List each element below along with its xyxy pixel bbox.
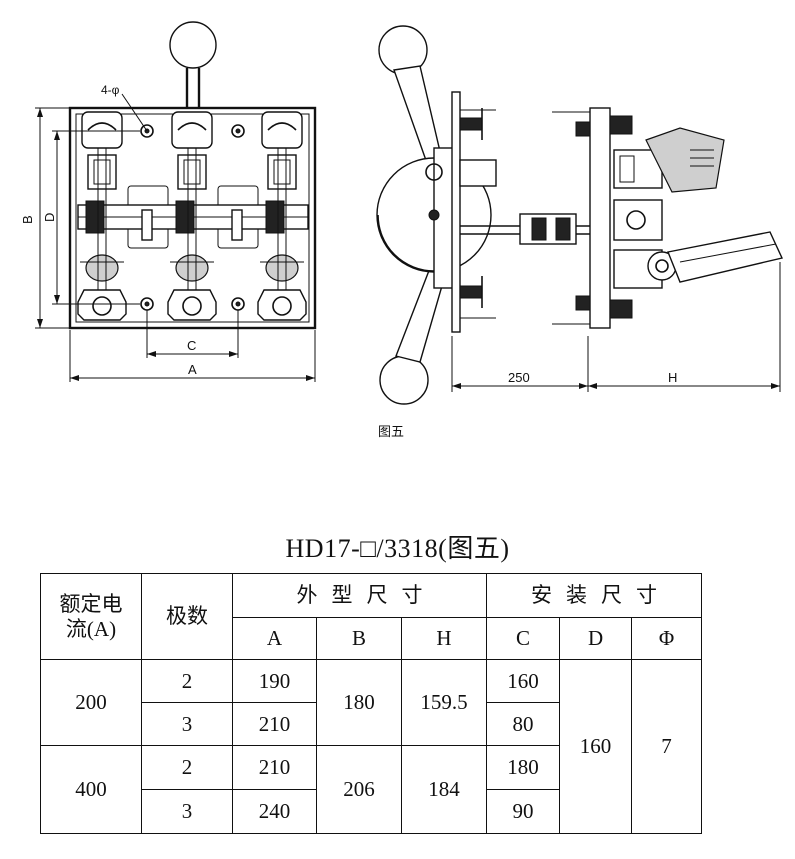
technical-drawing: 4-φ B D C A: [20, 21, 783, 439]
header-c: C: [486, 617, 561, 660]
side-view: 250 H 图五: [376, 25, 783, 439]
dim-b-label: B: [20, 215, 35, 224]
handle-knob: [169, 21, 217, 69]
cell-poles: 3: [141, 702, 233, 746]
cell-c: 180: [486, 745, 561, 790]
base-plate: [68, 106, 317, 330]
cell-b: 180: [316, 659, 402, 746]
dim-c-label: C: [187, 338, 196, 353]
cell-b: 206: [316, 745, 402, 834]
dim-a-label: A: [188, 362, 197, 377]
front-view: 4-φ B D C A: [20, 21, 317, 382]
hole-label: 4-φ: [101, 83, 120, 97]
cell-d: 160: [559, 659, 633, 834]
header-phi: Φ: [631, 617, 703, 660]
spec-table: 额定电 流(A) 极数 外型尺寸 安装尺寸 A B H C D Φ 200 2 …: [40, 573, 703, 834]
header-poles: 极数: [141, 573, 233, 660]
cell-a: 190: [232, 659, 317, 703]
header-row-2: A B H C D Φ: [41, 617, 703, 660]
cell-poles: 2: [141, 745, 233, 790]
header-rated-current-line2: 流(A): [65, 616, 117, 641]
cell-c: 90: [486, 789, 561, 834]
cell-h: 184: [400, 745, 488, 834]
header-rated-current: 额定电 流(A): [40, 573, 142, 660]
table-row: 200 2 190 180 159.5 160 160 7: [40, 659, 703, 834]
cell-current: 400: [40, 745, 142, 834]
header-outline-dims: 外型尺寸: [231, 573, 488, 618]
header-mount-dims: 安装尺寸: [486, 573, 703, 618]
cell-poles: 3: [141, 789, 233, 834]
table-row: 400 2 210 206 184 180: [40, 745, 702, 834]
header-b: B: [316, 617, 402, 660]
table-row: 3 240 90: [41, 789, 702, 834]
table-title: HD17-□/3318(图五): [285, 534, 510, 563]
cell-poles: 2: [141, 659, 233, 703]
header-a: A: [232, 617, 317, 660]
cell-a: 210: [232, 745, 317, 790]
header-rated-current-line1: 额定电: [59, 592, 123, 617]
header-h: H: [400, 617, 488, 660]
side-handle-knob-bottom: [379, 355, 429, 405]
figure-caption: 图五: [378, 424, 404, 439]
cell-c: 80: [486, 702, 561, 746]
cell-a: 210: [232, 702, 317, 746]
dim-250-label: 250: [508, 370, 530, 385]
cell-current: 200: [40, 659, 142, 746]
cell-c: 160: [486, 659, 561, 703]
cell-h: 159.5: [400, 659, 488, 746]
table-row: 3 210 80: [41, 702, 702, 746]
cell-phi: 7: [631, 659, 703, 834]
header-row-1: 额定电 流(A) 极数 外型尺寸 安装尺寸: [40, 573, 703, 660]
dim-d-label: D: [42, 213, 57, 222]
mounting-holes: [140, 124, 245, 311]
header-d: D: [559, 617, 633, 660]
cell-a: 240: [232, 789, 317, 834]
dim-h-label: H: [668, 370, 677, 385]
